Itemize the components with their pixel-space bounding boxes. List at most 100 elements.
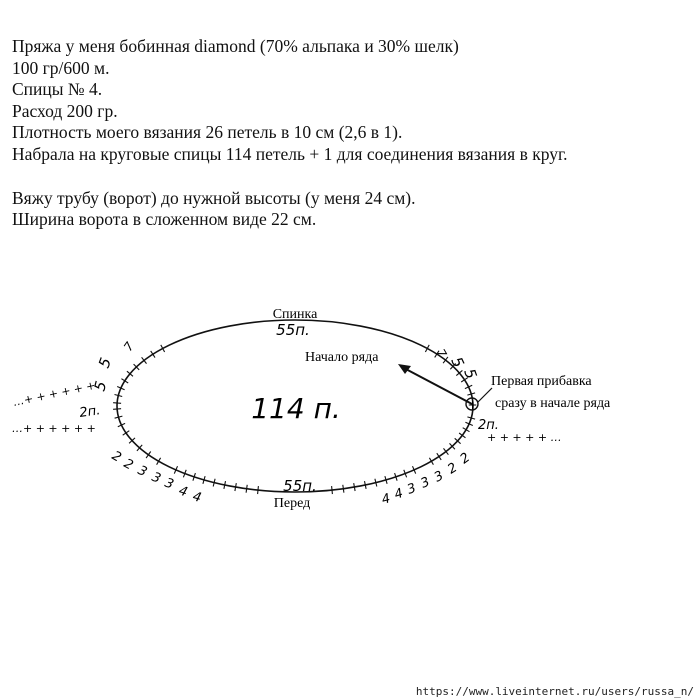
stitch-tick: [449, 443, 456, 450]
stitch-tick: [150, 350, 156, 358]
left-lower-digit: 2: [109, 448, 124, 465]
stitch-tick: [465, 421, 474, 427]
right-upper-digit: 5: [447, 354, 467, 370]
stitch-tick: [116, 385, 125, 391]
right-lower-digit: 3: [432, 468, 446, 485]
stitch-tick: [182, 469, 187, 478]
left-lower-digit: 3: [150, 470, 163, 487]
right-lower-digit: 3: [405, 481, 418, 498]
stitch-tick: [122, 430, 130, 436]
stitch-tick: [136, 444, 143, 452]
stitch-tick: [443, 448, 449, 456]
stitch-tick: [455, 369, 463, 377]
stitch-tick: [223, 480, 227, 490]
stitch-tick: [342, 484, 345, 493]
note-line-needles: Спицы № 4.: [12, 79, 103, 100]
increase-label-1: Первая прибавка: [491, 374, 592, 389]
stitch-tick: [202, 475, 206, 484]
increase-marker-plus: +: [468, 398, 478, 412]
note-line-tube: Вяжу трубу (ворот) до нужной высоты (у м…: [12, 187, 416, 208]
stitch-tick: [374, 478, 378, 487]
stitch-tick: [133, 363, 140, 371]
left-lower-digit: 3: [135, 463, 149, 480]
stitch-tick: [464, 384, 473, 390]
stitch-tick: [428, 457, 434, 465]
increase-label-2: сразу в начале ряда: [495, 396, 611, 411]
stitch-tick: [458, 432, 466, 439]
right-lower-digit: 3: [419, 475, 433, 492]
crosses-right: + + + + + …: [487, 431, 562, 444]
crosses-lower-left: …+ + + + + +: [12, 422, 96, 435]
right-lower-digit: 4: [393, 486, 406, 503]
stitch-tick: [353, 483, 356, 492]
note-line-weight: 100 гр/600 м.: [12, 57, 110, 78]
stitch-tick: [128, 437, 136, 444]
left-lower-digit: 3: [163, 476, 176, 493]
row-start-arrow: [401, 366, 473, 405]
stitch-tick: [173, 465, 179, 474]
stitch-tick: [156, 457, 162, 465]
front-count: 55п.: [283, 477, 317, 495]
stitch-tick: [145, 451, 152, 459]
left-upper-digit: 7: [121, 339, 137, 354]
stitch-tick: [442, 356, 449, 364]
stitch-tick: [436, 452, 442, 461]
note-line-width: Ширина ворота в сложенном виде 22 см.: [12, 209, 317, 230]
left-lower-digit: 2: [121, 456, 135, 473]
stitch-tick: [234, 483, 237, 492]
note-line-gauge: Плотность моего вязания 26 петель в 10 с…: [12, 122, 403, 143]
stitch-tick: [454, 437, 461, 445]
stitch-tick: [467, 416, 476, 420]
total-count: 114 п.: [251, 392, 341, 425]
stitch-tick: [212, 478, 216, 487]
right-lower-digit: 4: [380, 491, 392, 508]
right-lower-digit: 2: [445, 460, 460, 477]
back-label: Спинка: [273, 307, 318, 322]
stitch-tick: [467, 392, 476, 396]
stitch-tick: [160, 344, 166, 353]
increase-marker: [465, 397, 479, 411]
stitch-tick: [121, 378, 129, 384]
left-upper-digit: 5: [95, 355, 115, 370]
stitch-tick: [141, 356, 147, 364]
stitch-tick: [411, 465, 417, 474]
stitch-tick: [192, 472, 196, 481]
stitch-tick: [114, 393, 123, 398]
left-lower-digit: 4: [177, 484, 190, 501]
note-line-consumption: Расход 200 гр.: [12, 100, 118, 121]
stitch-tick: [331, 486, 333, 495]
stitch-tick: [449, 363, 457, 370]
stitch-tick: [460, 377, 469, 383]
stitch-tick: [363, 480, 367, 490]
stitch-tick-marks: [113, 344, 476, 495]
stitch-tick: [117, 422, 126, 428]
notes-text: Пряжа у меня бобинная diamond (70% альпа…: [12, 36, 696, 231]
right-upper-digit: 5: [460, 366, 480, 381]
stitch-tick: [245, 484, 248, 493]
stitch-tick: [126, 370, 134, 377]
note-line-yarn: Пряжа у меня бобинная diamond (70% альпа…: [12, 36, 459, 56]
stitch-tick: [424, 344, 430, 353]
left-upper-digit: 5: [90, 379, 110, 393]
back-count: 55п.: [276, 321, 310, 339]
stitch-tick: [394, 472, 398, 481]
stitch-tick: [403, 469, 408, 478]
left-upper-digit-group: 557: [90, 339, 137, 393]
note-line-cast-on: Набрала на круговые спицы 114 петель + 1…: [12, 143, 568, 164]
stitch-tick: [384, 475, 388, 484]
stitch-tick: [462, 427, 470, 433]
stitch-tick: [113, 402, 122, 404]
row-start-arrowhead: [398, 364, 411, 374]
collar-ellipse: [116, 319, 474, 493]
row-start-label: Начало ряда: [305, 350, 379, 365]
source-watermark: https://www.liveinternet.ru/users/russa_…: [415, 685, 694, 698]
right-lower-digit: 2: [458, 450, 474, 467]
left-lower-digit: 4: [191, 489, 203, 506]
stitch-tick: [113, 408, 122, 410]
increase-pointer: [477, 387, 493, 403]
right-upper-digit-group: 755: [433, 347, 480, 382]
stitch-tick: [257, 486, 259, 495]
